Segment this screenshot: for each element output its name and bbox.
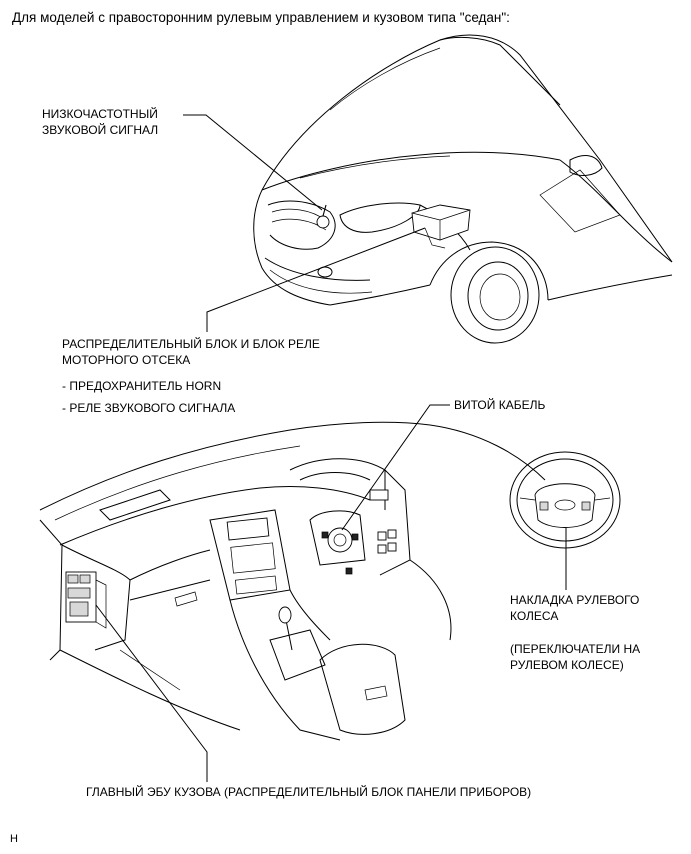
horn-icon xyxy=(316,215,330,229)
page-title: Для моделей с правосторонним рулевым упр… xyxy=(12,10,510,25)
leader-engine-block xyxy=(206,227,426,332)
steering-wheel-pad-icon xyxy=(534,483,596,528)
label-low-horn-line2: ЗВУКОВОЙ СИГНАЛ xyxy=(42,123,159,137)
label-horn-relay: - РЕЛЕ ЗВУКОВОГО СИГНАЛА xyxy=(62,401,236,415)
spiral-cable-icon xyxy=(327,527,353,553)
label-wheel-pad-line1: НАКЛАДКА РУЛЕВОГО xyxy=(510,593,640,607)
label-engine-block-line2: МОТОРНОГО ОТСЕКА xyxy=(62,353,191,367)
leader-low-horn xyxy=(183,114,323,211)
car-illustration xyxy=(253,34,673,344)
label-wheel-switches-line2: РУЛЕВОМ КОЛЕСЕ) xyxy=(510,658,624,672)
label-engine-block-line1: РАСПРЕДЕЛИТЕЛЬНЫЙ БЛОК И БЛОК РЕЛЕ xyxy=(62,337,320,351)
steering-wheel-illustration xyxy=(509,451,621,549)
dashboard-illustration xyxy=(39,421,546,741)
corner-mark: H xyxy=(10,833,18,845)
label-wheel-switches-line1: (ПЕРЕКЛЮЧАТЕЛИ НА xyxy=(510,642,641,656)
label-wheel-pad-line2: КОЛЕСА xyxy=(510,609,559,623)
label-spiral-cable: ВИТОЙ КАБЕЛЬ xyxy=(454,398,546,412)
label-fuse-horn: - ПРЕДОХРАНИТЕЛЬ HORN xyxy=(62,379,222,393)
engine-fuse-box-icon xyxy=(411,204,471,241)
leader-spiral-cable xyxy=(341,404,450,531)
label-main-body-ecu: ГЛАВНЫЙ ЭБУ КУЗОВА (РАСПРЕДЕЛИТЕЛЬНЫЙ БЛ… xyxy=(86,785,532,799)
leader-main-body-ecu xyxy=(95,604,208,782)
label-low-horn-line1: НИЗКОЧАСТОТНЫЙ xyxy=(42,107,158,121)
